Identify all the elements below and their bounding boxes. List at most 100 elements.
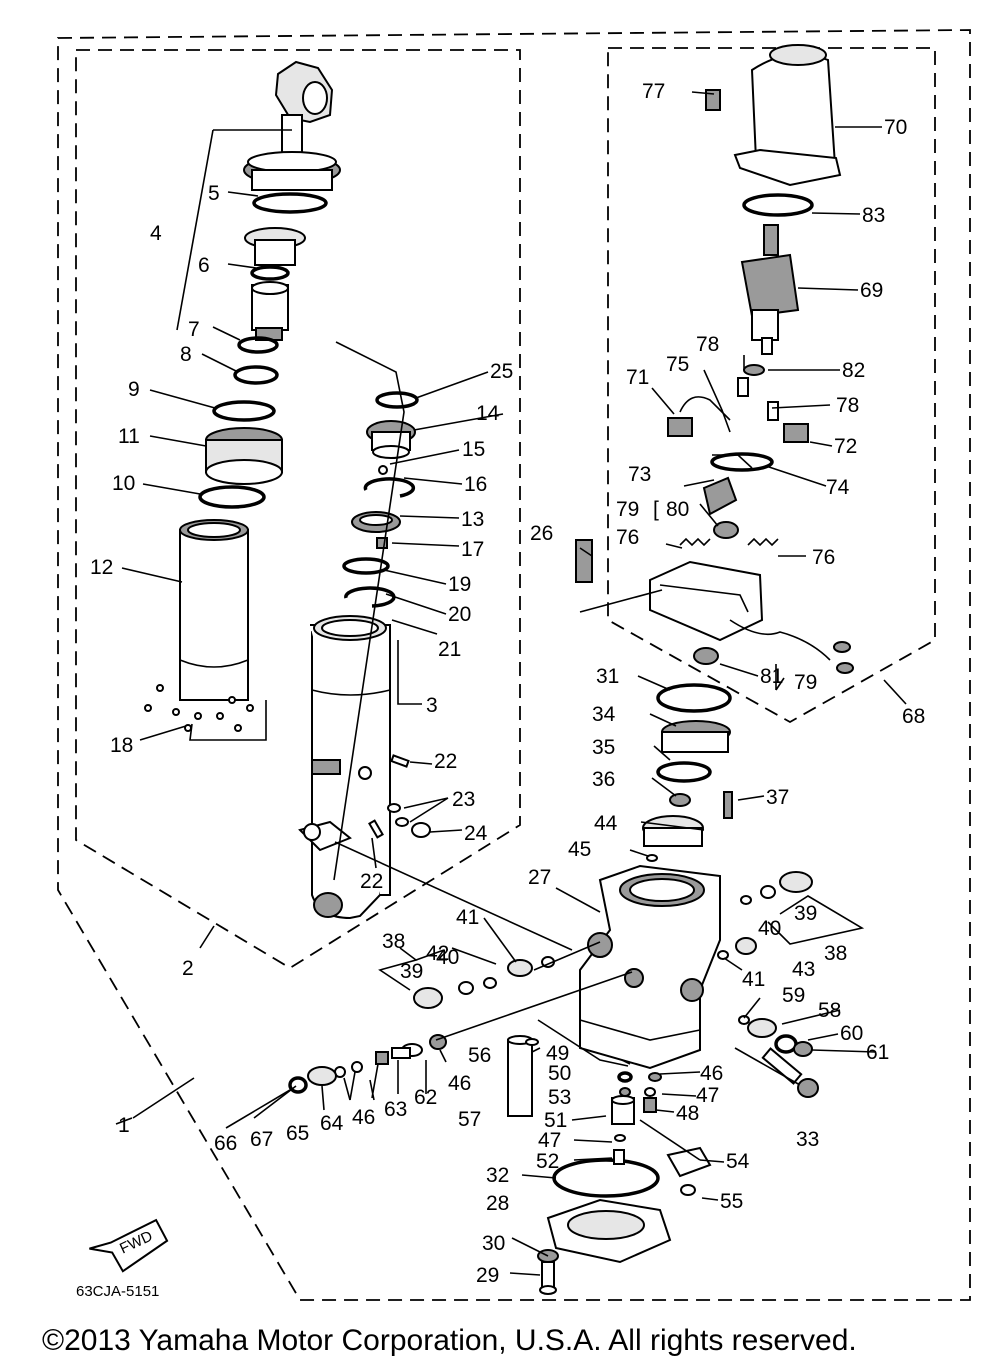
forward-direction-icon: FWD: [89, 1218, 169, 1273]
callout-labels: 4 5 6 7 8 9 11 10 12 18 25 14 15 16 13 1…: [90, 80, 925, 1287]
callout-20: 20: [448, 603, 471, 626]
callout-82: 82: [842, 359, 865, 382]
callout-62: 62: [414, 1086, 437, 1109]
callout-73: 73: [628, 463, 651, 486]
callout-56: 56: [468, 1044, 491, 1067]
callout-3: 3: [426, 694, 438, 717]
callout-27: 27: [528, 866, 551, 889]
callout-72: 72: [834, 435, 857, 458]
callout-64: 64: [320, 1112, 344, 1135]
callout-58: 58: [818, 999, 841, 1022]
callout-9: 9: [128, 378, 140, 401]
callout-76b: 76: [812, 546, 835, 569]
callout-8: 8: [180, 343, 192, 366]
callout-39a: 39: [794, 902, 817, 925]
tilt-cylinder-part-12: [144, 519, 254, 732]
callout-46a: 46: [448, 1072, 471, 1095]
callout-54: 54: [726, 1150, 750, 1173]
callout-53: 53: [548, 1086, 571, 1109]
callout-2: 2: [182, 957, 194, 980]
callout-67: 67: [250, 1128, 273, 1151]
callout-24: 24: [464, 822, 488, 845]
callout-79b: 79: [794, 671, 817, 694]
callout-40b: 40: [436, 946, 459, 969]
catalog-number: 63CJA-5151: [76, 1283, 159, 1300]
callout-63: 63: [384, 1098, 407, 1121]
callout-60: 60: [840, 1022, 863, 1045]
callout-19: 19: [448, 573, 471, 596]
callout-33: 33: [796, 1128, 819, 1151]
callout-69: 69: [860, 279, 883, 302]
callout-78a: 78: [696, 333, 719, 356]
callout-79a: 79: [616, 498, 639, 521]
callout-59: 59: [782, 984, 805, 1007]
valve-parts-13-25: [342, 391, 419, 608]
callout-83: 83: [862, 204, 885, 227]
callout-35: 35: [592, 736, 615, 759]
callout-55: 55: [720, 1190, 743, 1213]
callout-76a: 76: [616, 526, 639, 549]
callout-1: 1: [118, 1114, 130, 1137]
assembly-1-outline: [57, 29, 971, 1301]
callout-37: 37: [766, 786, 789, 809]
callout-61: 61: [866, 1041, 889, 1064]
callout-29: 29: [476, 1264, 499, 1287]
callout-43: 43: [792, 958, 815, 981]
callout-25: 25: [490, 360, 513, 383]
callout-12: 12: [90, 556, 113, 579]
callout-40a: 40: [758, 917, 781, 940]
callout-38a: 38: [824, 942, 847, 965]
callout-66: 66: [214, 1132, 237, 1155]
callout-18: 18: [110, 734, 133, 757]
callout-74: 74: [826, 476, 850, 499]
tilt-rod-assembly: [198, 60, 341, 509]
callout-41b: 41: [456, 906, 479, 929]
callout-68: 68: [902, 705, 925, 728]
callout-22a: 22: [434, 750, 457, 773]
callout-5: 5: [208, 182, 220, 205]
callout-48: 48: [676, 1102, 699, 1125]
callout-6: 6: [198, 254, 210, 277]
callout-47b: 47: [538, 1129, 561, 1152]
callout-31: 31: [596, 665, 619, 688]
pump-manifold-27: [288, 683, 819, 1295]
callout-32: 32: [486, 1164, 509, 1187]
callout-22b: 22: [360, 870, 383, 893]
callout-75: 75: [666, 353, 689, 376]
copyright-notice: ©2013 Yamaha Motor Corporation, U.S.A. A…: [42, 1324, 857, 1357]
callout-4: 4: [150, 222, 162, 245]
callout-52: 52: [536, 1150, 559, 1173]
callout-10: 10: [112, 472, 135, 495]
leader-lines: [115, 91, 907, 1276]
callout-17: 17: [461, 538, 484, 561]
callout-50: 50: [548, 1062, 571, 1085]
callout-7: 7: [188, 318, 200, 341]
callout-81: 81: [760, 665, 783, 688]
callout-78b: 78: [836, 394, 859, 417]
callout-36: 36: [592, 768, 615, 791]
callout-23: 23: [452, 788, 475, 811]
callout-28: 28: [486, 1192, 509, 1215]
callout-51: 51: [544, 1109, 567, 1132]
callout-47a: 47: [696, 1084, 719, 1107]
callout-15: 15: [462, 438, 485, 461]
callout-71: 71: [626, 366, 649, 389]
callout-30: 30: [482, 1232, 505, 1255]
bracket-left: [: [653, 498, 659, 521]
motor-assembly-68: [575, 44, 854, 674]
assembly-68-outline: [607, 47, 936, 724]
callout-16: 16: [464, 473, 487, 496]
callout-70: 70: [884, 116, 907, 139]
callout-77: 77: [642, 80, 665, 103]
callout-14: 14: [476, 402, 500, 425]
callout-39b: 39: [400, 960, 423, 983]
callout-41a: 41: [742, 968, 765, 991]
callout-44: 44: [594, 812, 618, 835]
callout-26: 26: [530, 522, 553, 545]
callout-46b: 46: [352, 1106, 375, 1129]
callout-42: 42: [426, 942, 449, 965]
callout-80: 80: [666, 498, 689, 521]
callout-45: 45: [568, 838, 591, 861]
assembly-2-outline: [75, 49, 521, 970]
